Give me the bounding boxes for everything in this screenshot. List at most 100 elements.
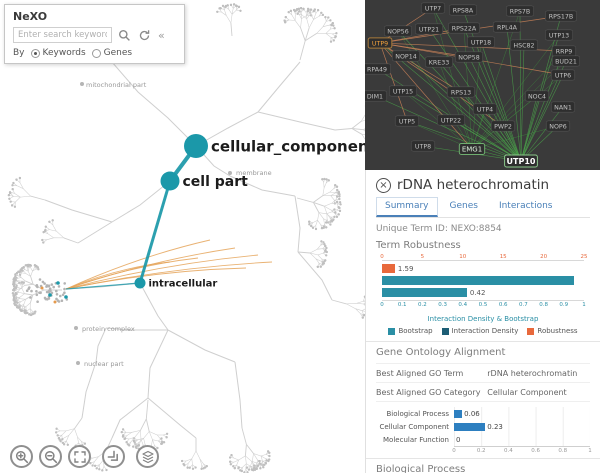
network-node-utp13[interactable]: UTP13 (544, 29, 574, 41)
tab-genes[interactable]: Genes (449, 201, 478, 211)
axis-tick: 0.4 (458, 302, 468, 308)
network-node-nan1[interactable]: NAN1 (550, 101, 576, 113)
network-node-utp15[interactable]: UTP15 (388, 85, 418, 97)
network-node-nop14[interactable]: NOP14 (391, 50, 421, 62)
network-node-pwp2[interactable]: PWP2 (490, 120, 516, 132)
network-node-kre33[interactable]: KRE33 (424, 56, 454, 68)
radio-keywords-label: Keywords (42, 48, 86, 58)
reset-icon[interactable] (136, 27, 152, 43)
tab-interactions[interactable]: Interactions (498, 201, 553, 211)
network-node-rpa49[interactable]: RPA49 (362, 63, 392, 75)
axis-tick: 20 (540, 254, 548, 260)
bar (382, 288, 467, 297)
radio-keywords[interactable]: Keywords (30, 48, 86, 58)
term-node-cell-part[interactable]: cell part (160, 171, 249, 191)
network-node-label: UTP15 (393, 88, 413, 95)
network-node-label: DIM1 (367, 93, 383, 100)
layers-icon (141, 450, 154, 463)
axis-tick: 0.2 (476, 448, 486, 454)
network-node-utp10[interactable]: UTP10 (504, 154, 538, 168)
network-node-label: RPA49 (367, 66, 387, 73)
network-node-utp22[interactable]: UTP22 (436, 114, 466, 126)
network-node-label: RPS22A (452, 25, 477, 32)
radio-genes-circle[interactable] (91, 48, 101, 58)
network-node-utp5[interactable]: UTP5 (394, 115, 420, 127)
legend-swatch (388, 327, 396, 335)
network-node-noc4[interactable]: NOC4 (524, 90, 550, 102)
axis-tick: 0.2 (418, 302, 427, 308)
network-node-rps17b[interactable]: RPS17B (545, 10, 577, 22)
term-node-label: cellular_component (211, 137, 365, 155)
axis-tick: 0.6 (498, 302, 508, 308)
fit-to-screen-icon (73, 450, 86, 463)
term-node-intracellular[interactable]: intracellular (134, 277, 218, 290)
tab-summary[interactable]: Summary (376, 197, 438, 217)
go-chart-plot: 0 (454, 433, 590, 446)
network-node-rps22a[interactable]: RPS22A (448, 22, 480, 34)
go-chart-value: 0.23 (487, 422, 503, 431)
radio-genes[interactable]: Genes (91, 48, 132, 58)
layers-button[interactable] (136, 445, 159, 468)
axis-tick: 0.7 (519, 302, 528, 308)
network-node-rrp9[interactable]: RRP9 (551, 45, 577, 57)
network-node-utp8[interactable]: UTP8 (410, 140, 436, 152)
fit-to-screen-button[interactable] (68, 445, 91, 468)
go-chart-bar (454, 409, 463, 418)
network-node-utp9[interactable]: UTP9 (367, 37, 393, 49)
bar-row-interaction-density: 0.42 (382, 288, 584, 297)
go-chart-bar (454, 422, 486, 431)
radio-keywords-circle[interactable] (30, 48, 40, 58)
close-icon[interactable]: × (376, 177, 391, 193)
go-chart-category: Cellular Component (379, 422, 450, 431)
network-node-label: EMG1 (462, 146, 482, 154)
network-node-label: NAN1 (554, 104, 572, 111)
zoom-in-button[interactable] (10, 445, 33, 468)
network-node-utp4[interactable]: UTP4 (472, 103, 498, 115)
network-node-utp18[interactable]: UTP18 (466, 36, 496, 48)
legend-label: Interaction Density (451, 327, 519, 335)
network-node-utp7[interactable]: UTP7 (420, 2, 446, 14)
network-node-label: UTP18 (471, 39, 491, 46)
network-node-dim1[interactable]: DIM1 (362, 90, 388, 102)
axis-tick: 0.5 (478, 302, 488, 308)
unique-term-line: Unique Term ID: NEXO:8854 (376, 218, 590, 235)
network-node-hsc82[interactable]: HSC82 (509, 39, 539, 51)
term-node-label: cell part (183, 174, 249, 190)
network-node-rps7b[interactable]: RPS7B (505, 5, 535, 17)
search-icon[interactable] (116, 27, 132, 43)
network-node-utp21[interactable]: UTP21 (414, 23, 444, 35)
term-node-label: intracellular (149, 279, 218, 290)
network-node-nop6[interactable]: NOP6 (545, 120, 571, 132)
axis-tick: 0.4 (504, 448, 513, 454)
network-node-nop56[interactable]: NOP56 (383, 25, 413, 37)
axis-tick: 0.1 (397, 302, 407, 308)
bar-value-label: 0.42 (469, 288, 486, 297)
network-node-bud21[interactable]: BUD21 (551, 55, 581, 67)
search-input[interactable] (13, 27, 112, 43)
network-node-rps8a[interactable]: RPS8A (448, 4, 478, 16)
network-node-nop58[interactable]: NOP58 (454, 51, 484, 63)
axis-tick: 0 (380, 302, 384, 308)
zoom-out-icon (44, 450, 57, 463)
go-chart-plot: 0.06 (454, 407, 590, 420)
zoom-out-button[interactable] (39, 445, 62, 468)
tree-label: nuclear part (84, 360, 124, 368)
term-node-cellular-component[interactable]: cellular_component (184, 134, 365, 158)
network-node-emg1[interactable]: EMG1 (458, 143, 486, 155)
legend-item-bootstrap: Bootstrap (388, 327, 433, 335)
axis-tick: 0.9 (559, 302, 569, 308)
collapse-panel-icon[interactable]: « (158, 28, 165, 42)
network-node-label: UTP9 (372, 40, 388, 47)
network-node-rps13[interactable]: RPS13 (446, 86, 476, 98)
collapse-tree-button[interactable] (102, 445, 125, 468)
network-node-utp6[interactable]: UTP6 (550, 69, 576, 81)
network-node-rpl4a[interactable]: RPL4A (492, 21, 522, 33)
